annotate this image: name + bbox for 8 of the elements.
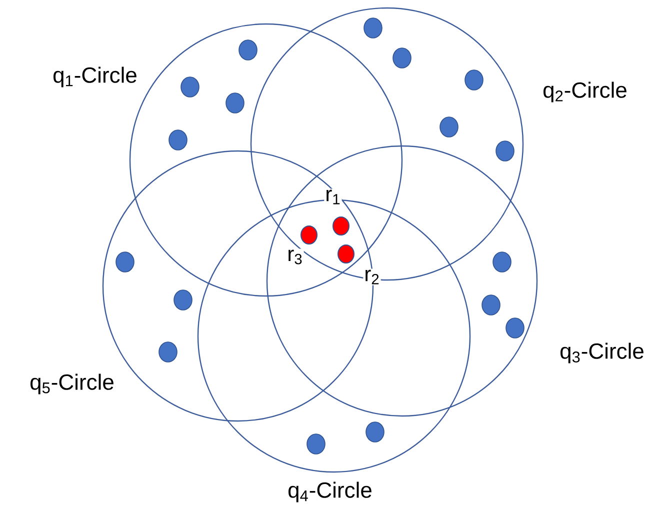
circle-label: q$_{1}$-Circle <box>54 66 136 88</box>
point-label: r$_{1}$ <box>324 188 342 206</box>
circle-label: q$_{4}$-Circle <box>288 482 372 502</box>
circle-label: q$_{3}$-Circle <box>560 342 644 364</box>
point-label: r$_{2}$ <box>363 268 381 286</box>
circle-label: q$_{2}$-Circle <box>544 82 626 102</box>
circle-label: q$_{5}$-Circle <box>30 374 114 394</box>
point-label: r$_{3}$ <box>286 248 304 266</box>
